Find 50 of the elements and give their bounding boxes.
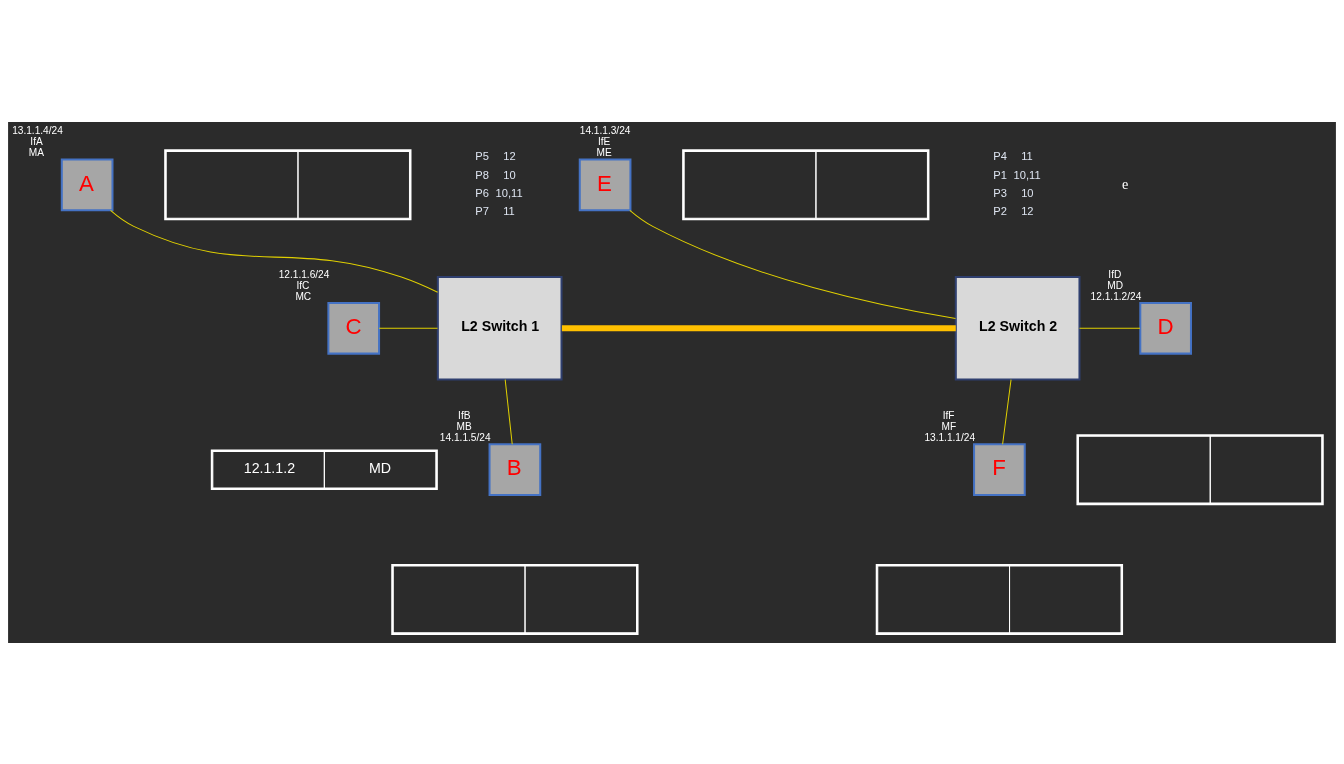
node-label: 10,11 [1013,168,1041,181]
connector [110,209,439,293]
node-label: P1 [993,168,1007,181]
node-label: 14.1.1.3/24 [579,124,631,136]
node-label: 14.1.1.5/24 [439,431,491,443]
node-label: P6 [475,186,489,199]
node-label: P5 [475,149,489,162]
node-label: 13.1.1.4/24 [12,124,63,136]
connector [504,378,513,445]
node-label: IfC [296,279,310,291]
node-label: ME [596,146,612,158]
node-label: 10 [1021,186,1034,199]
node-label: MA [28,146,45,158]
node-box: B [488,442,542,496]
node-label: IfA [30,135,43,147]
connector [629,209,957,319]
node-label: MB [456,420,472,432]
node-box: D [1139,301,1192,355]
node-label: P8 [475,168,489,181]
node-label: 12.1.1.6/24 [278,268,330,280]
node-label: P2 [993,204,1007,217]
node-box: L2 Switch 2 [954,275,1081,380]
node-label: 12 [1021,204,1034,217]
node-label: 10 [503,168,516,181]
connector [1079,327,1141,329]
node-label: 13.1.1.1/24 [924,431,976,443]
node-box: L2 Switch 1 [436,275,563,380]
node-label: 11 [503,204,515,217]
node-label: IfF [942,409,955,421]
node-label: 11 [1021,149,1033,162]
node-label: 10,11 [495,186,523,199]
node-box: E [578,158,632,211]
node-box: F [973,442,1026,496]
connector [378,327,438,329]
node-box: C [327,301,381,355]
node-label: P3 [993,186,1007,199]
node-label: MD [1107,279,1124,291]
node-label: P4 [993,149,1007,162]
node-box: A [60,158,114,211]
connector [1002,378,1012,445]
node-label: IfD [1108,268,1122,280]
node-label: MF [941,420,957,432]
label: e [1121,175,1129,192]
connector [561,324,956,331]
node-label: P7 [475,204,489,217]
node-label: MC [295,290,312,302]
node-label: IfE [598,135,611,147]
node-label: 12 [503,149,516,162]
node-label: IfB [458,409,471,421]
node-label: 12.1.1.2/24 [1090,290,1142,302]
